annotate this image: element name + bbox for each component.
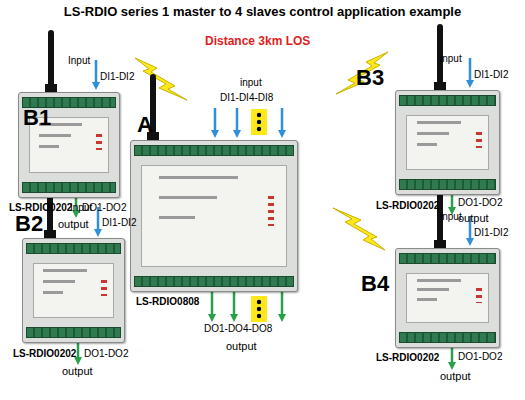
ellipsis-dot [257, 113, 261, 117]
signal-name: output [440, 371, 471, 382]
face-panel [33, 263, 114, 318]
signal-name: DO1-DO2 [84, 349, 128, 359]
output-arrow [451, 195, 454, 211]
face-marking [417, 143, 437, 146]
face-marking [43, 291, 63, 294]
terminal-strip [134, 145, 294, 156]
face-panel [141, 165, 287, 267]
output-arrow [77, 343, 80, 361]
device-module: B2LS-RDIO0202 [22, 238, 125, 343]
signal-name: input [240, 78, 262, 88]
antenna-base [44, 230, 56, 238]
antenna [48, 30, 54, 90]
signal-name: DI1-DI2 [474, 228, 508, 238]
output-arrow [233, 292, 236, 318]
model-number: LS-RDIO0808 [136, 297, 199, 307]
face-marking [159, 216, 195, 219]
signal-name: output [458, 213, 489, 224]
device-id: B2 [15, 213, 43, 235]
face-marking [417, 121, 462, 124]
model-number: LS-RDIO0202 [13, 349, 76, 359]
terminal-strip [399, 179, 496, 190]
terminal-strip [26, 327, 121, 338]
ellipsis-dot [257, 300, 261, 304]
ellipsis-dot [257, 314, 261, 318]
status-leds [101, 280, 107, 296]
antenna-base [434, 240, 446, 248]
status-leds [476, 288, 482, 302]
distance-note: Distance 3km LOS [205, 35, 310, 47]
output-arrow [211, 292, 214, 318]
face-marking [417, 288, 449, 291]
face-marking [39, 145, 59, 148]
status-leds [268, 196, 274, 226]
face-marking [159, 176, 238, 179]
output-arrow [281, 292, 284, 318]
signal-name: Input [70, 203, 92, 213]
face-marking [417, 132, 449, 135]
face-panel [406, 115, 489, 170]
signal-name: output [62, 366, 93, 377]
ellipsis-box [251, 109, 267, 135]
signal-name: DO1-DO2 [458, 198, 502, 208]
device-module: B1LS-RDIO0202 [18, 92, 120, 198]
diagram-title: LS-RDIO series 1 master to 4 slaves cont… [0, 4, 525, 19]
signal-name: input [440, 54, 462, 64]
face-marking [43, 269, 86, 272]
model-number: LS-RDIO0202 [376, 353, 439, 363]
device-id: B1 [23, 107, 51, 129]
signal-name: DI1-DI2 [102, 218, 136, 228]
terminal-strip [399, 253, 496, 264]
ellipsis-dot [257, 120, 261, 124]
face-marking [39, 134, 70, 137]
signal-name: DI1-DI4-DI8 [220, 93, 273, 103]
face-marking [43, 280, 75, 283]
device-module: ALS-RDIO0808 [130, 140, 298, 292]
wireless-bolt [135, 58, 187, 100]
terminal-strip [399, 95, 496, 106]
model-number: LS-RDIO0202 [376, 201, 439, 211]
signal-name: Input [68, 56, 90, 66]
wireless-bolt [333, 208, 385, 250]
device-module: B4LS-RDIO0202 [395, 248, 500, 348]
input-arrow [281, 108, 284, 134]
terminal-strip [22, 182, 116, 193]
antenna-base [434, 82, 446, 90]
wireless-bolt [336, 52, 388, 94]
input-arrow [236, 108, 239, 134]
output-arrow [451, 348, 454, 366]
status-leds [96, 134, 102, 150]
face-marking [159, 196, 217, 199]
input-arrow [95, 60, 98, 86]
model-number: LS-RDIO0202 [9, 203, 72, 213]
device-id: B4 [361, 273, 389, 295]
status-leds [476, 132, 482, 148]
signal-name: output [226, 341, 257, 352]
input-arrow [214, 108, 217, 134]
ellipsis-dot [257, 127, 261, 131]
signal-name: DI1-DI2 [474, 70, 508, 80]
terminal-strip [26, 243, 121, 254]
device-module: B3LS-RDIO0202 [395, 90, 500, 195]
input-arrow [469, 58, 472, 84]
ellipsis-dot [257, 307, 261, 311]
signal-name: DO1-DO4-DO8 [204, 324, 272, 334]
signal-name: output [58, 219, 89, 230]
terminal-strip [399, 332, 496, 343]
device-id: B3 [356, 67, 384, 89]
face-marking [417, 279, 462, 282]
device-id: A [137, 114, 153, 136]
signal-name: input [440, 212, 462, 222]
face-panel [406, 273, 489, 323]
signal-name: DO1-DO2 [458, 352, 502, 362]
signal-name: DI1-DI2 [100, 72, 134, 82]
ellipsis-box [251, 296, 267, 322]
antenna-base [45, 84, 57, 92]
face-marking [417, 298, 437, 301]
terminal-strip [134, 276, 294, 287]
